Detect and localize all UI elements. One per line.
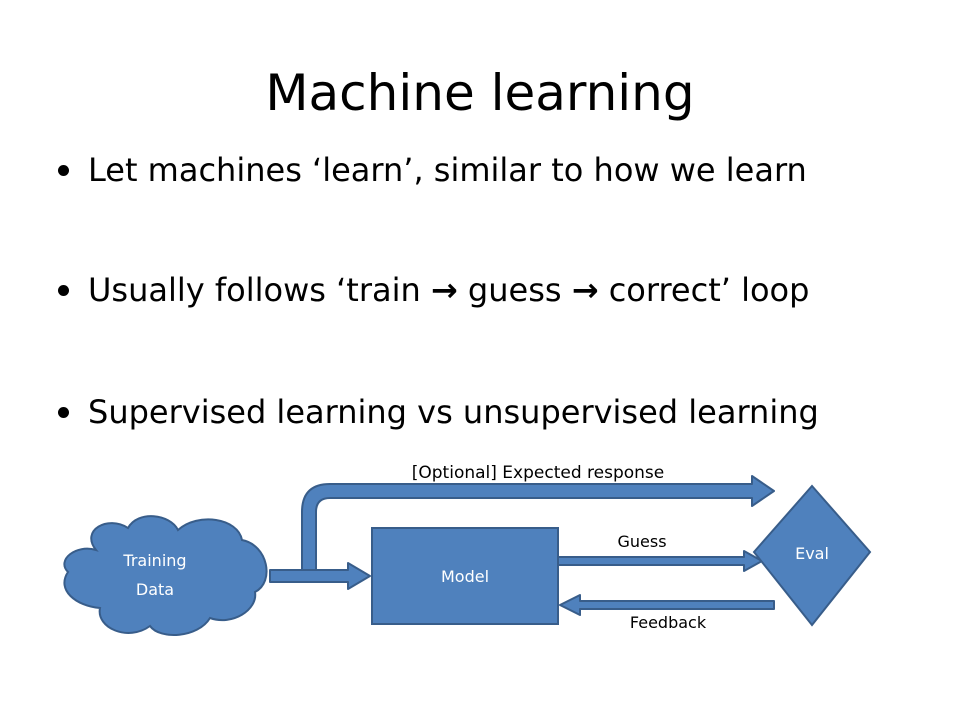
right-arrow-icon: → bbox=[430, 271, 458, 309]
expected-response-label: [Optional] Expected response bbox=[412, 463, 664, 483]
bullet-item: Usually follows ‘train → guess → correct… bbox=[48, 268, 948, 312]
training-data-cloud bbox=[63, 515, 268, 637]
bullet-text-part: correct’ loop bbox=[598, 271, 810, 309]
slide-title: Machine learning bbox=[265, 64, 695, 122]
eval-diamond bbox=[752, 484, 872, 627]
bullet-dot-icon bbox=[58, 285, 69, 296]
bullet-item: Let machines ‘learn’, similar to how we … bbox=[48, 148, 948, 192]
guess-arrow bbox=[557, 550, 763, 572]
bullet-text-part: guess bbox=[457, 271, 572, 309]
data-to-model-arrow bbox=[269, 562, 371, 590]
bullet-text: Supervised learning vs unsupervised lear… bbox=[88, 393, 819, 431]
bullet-dot-icon bbox=[58, 407, 69, 418]
model-box bbox=[371, 527, 559, 625]
bullet-dot-icon bbox=[58, 165, 69, 176]
cloud-label-line2: Data bbox=[136, 580, 174, 599]
bullet-text-part: Usually follows ‘train bbox=[88, 271, 431, 309]
eval-label: Eval bbox=[795, 544, 829, 563]
bullet-item: Supervised learning vs unsupervised lear… bbox=[48, 390, 948, 434]
guess-label: Guess bbox=[617, 532, 666, 551]
bullet-text: Usually follows ‘train → guess → correct… bbox=[88, 268, 809, 312]
expected-response-arrow bbox=[301, 475, 775, 577]
right-arrow-icon: → bbox=[571, 271, 599, 309]
feedback-arrow bbox=[559, 594, 775, 616]
model-label: Model bbox=[441, 567, 489, 586]
feedback-label: Feedback bbox=[630, 613, 707, 632]
bullet-text: Let machines ‘learn’, similar to how we … bbox=[88, 151, 807, 189]
cloud-label-line1: Training bbox=[122, 551, 186, 570]
